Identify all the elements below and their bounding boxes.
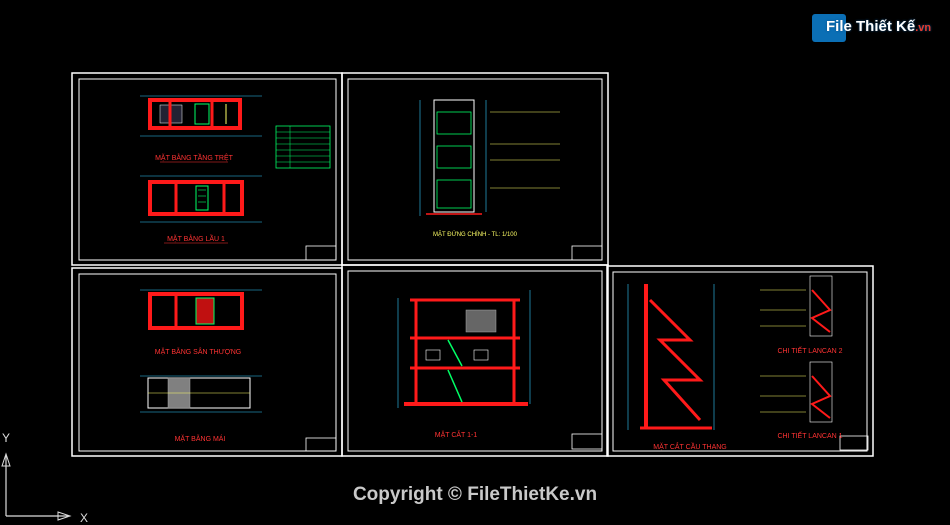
caption-railing-1: CHI TIẾT LANCAN 1 bbox=[777, 430, 842, 440]
logo-text: File Thiết Kế.vn bbox=[826, 18, 931, 35]
caption-front-elevation: MẶT ĐỨNG CHÍNH - TL: 1/100 bbox=[433, 231, 518, 238]
stair-section-drawing bbox=[627, 284, 715, 430]
caption-terrace: MẶT BẰNG SÂN THƯỢNG bbox=[155, 347, 241, 356]
sheet-floor-plans-1[interactable]: MẶT BẰNG TẦNG TRỆT MẶT BẰNG LẦU 1 bbox=[71, 72, 343, 266]
caption-first-floor: MẶT BẰNG LẦU 1 bbox=[167, 233, 225, 243]
sheet-stair-details[interactable]: MẶT CẮT CẦU THANG CHI TIẾT LANCAN 2 CHI … bbox=[606, 265, 874, 457]
sheet-section[interactable]: MẶT CẮT 1-1 bbox=[341, 264, 609, 457]
plan-roof bbox=[140, 375, 262, 413]
logo-badge bbox=[812, 14, 846, 42]
ucs-x-label: X bbox=[80, 511, 88, 525]
plan-ground-floor bbox=[140, 95, 262, 137]
caption-roof: MẶT BẰNG MÁI bbox=[175, 434, 226, 443]
caption-railing-2: CHI TIẾT LANCAN 2 bbox=[777, 345, 842, 355]
elevation-drawing bbox=[419, 99, 560, 216]
plan-first-floor bbox=[140, 175, 262, 223]
caption-section: MẶT CẮT 1-1 bbox=[435, 430, 478, 439]
railing-detail-2 bbox=[760, 275, 833, 337]
section-drawing bbox=[397, 290, 531, 408]
caption-stair-section: MẶT CẮT CẦU THANG bbox=[653, 441, 727, 451]
filethietke-logo: File Thiết Kế.vn bbox=[812, 10, 931, 46]
copyright-text: Copyright © FileThietKe.vn bbox=[352, 484, 598, 505]
legend-table bbox=[275, 125, 331, 169]
plan-terrace bbox=[140, 289, 262, 330]
ucs-axis-icon: Y X bbox=[1, 431, 88, 525]
caption-ground-floor: MẶT BẰNG TẦNG TRỆT bbox=[155, 152, 234, 162]
railing-detail-1 bbox=[760, 361, 833, 423]
logo-brand: File Thiết Kế bbox=[826, 18, 916, 35]
ucs-y-label: Y bbox=[2, 431, 10, 445]
logo-domain: .vn bbox=[915, 22, 932, 34]
